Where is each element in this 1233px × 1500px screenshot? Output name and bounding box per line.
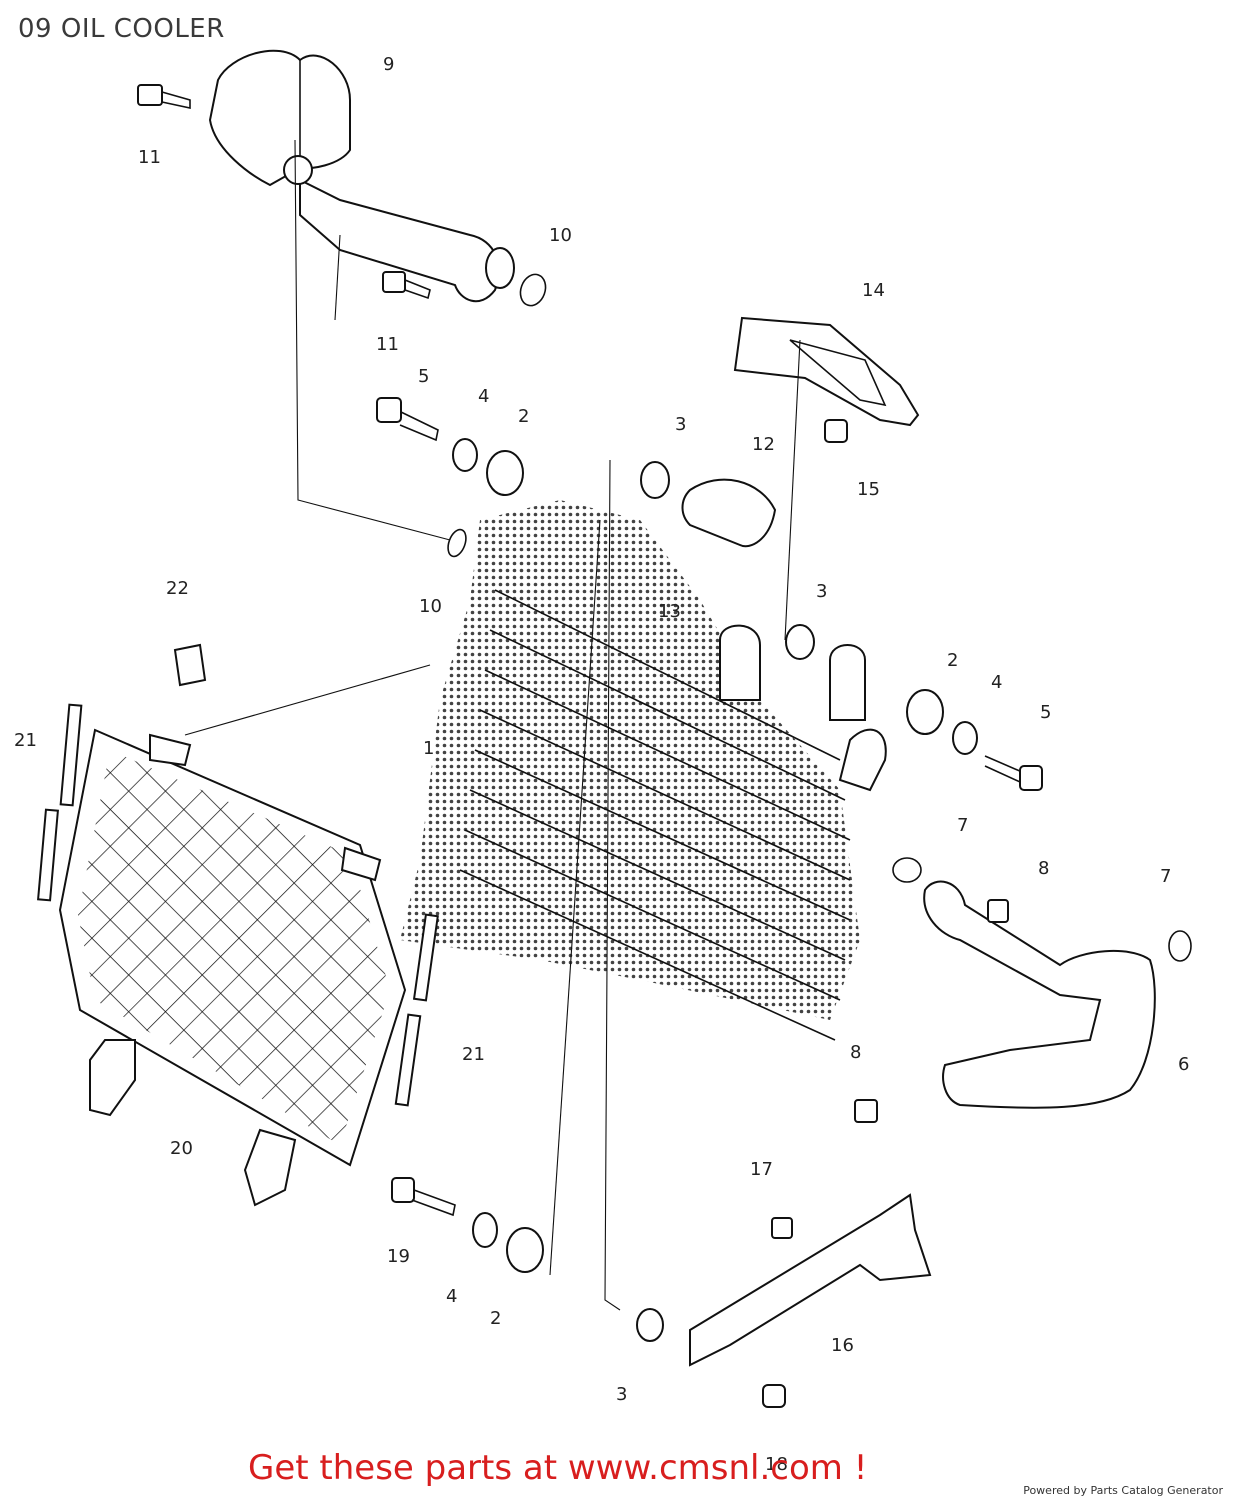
strip-21-left-b xyxy=(37,808,59,902)
callout-4-b: 4 xyxy=(991,672,1002,693)
bolt-11-lower xyxy=(382,271,431,300)
grommet-2-left xyxy=(486,450,524,496)
bolt-15 xyxy=(824,419,848,443)
lower-oil-pipe-6 xyxy=(923,880,1156,1109)
callout-5-a: 5 xyxy=(418,366,429,387)
callout-21-b: 21 xyxy=(462,1044,485,1065)
bracket-16 xyxy=(689,1193,932,1367)
bolt-5-right xyxy=(984,755,1043,791)
callout-4-c: 4 xyxy=(446,1286,457,1307)
callout-7-a: 7 xyxy=(957,815,968,836)
washer-4-bottom xyxy=(472,1212,498,1248)
callout-14: 14 xyxy=(862,280,885,301)
bolt-17 xyxy=(771,1217,793,1239)
callout-21-a: 21 xyxy=(14,730,37,751)
bolt-8-lower xyxy=(854,1099,878,1123)
collar-3-mid xyxy=(785,624,815,660)
bolt-5-left xyxy=(376,397,439,442)
callout-3-b: 3 xyxy=(816,581,827,602)
callout-10-b: 10 xyxy=(419,596,442,617)
strip-21-right-a xyxy=(412,913,439,1002)
o-ring-7-left xyxy=(892,857,922,883)
callout-18: 18 xyxy=(765,1454,788,1475)
callout-20: 20 xyxy=(170,1138,193,1159)
callout-2-c: 2 xyxy=(490,1308,501,1329)
nut-18 xyxy=(762,1384,786,1408)
bolt-19 xyxy=(391,1177,456,1217)
oil-cooler-core xyxy=(400,500,887,1041)
callout-3-c: 3 xyxy=(616,1384,627,1405)
collar-3-bottom xyxy=(636,1308,664,1342)
washer-4-left xyxy=(452,438,478,472)
callout-11-a: 11 xyxy=(138,147,161,168)
o-ring-10-lower xyxy=(447,528,467,558)
upper-oil-pipe xyxy=(208,49,515,303)
washer-4-right xyxy=(952,721,978,755)
mesh-guard-20 xyxy=(58,728,407,1207)
powered-by-credit: Powered by Parts Catalog Generator xyxy=(1023,1484,1223,1497)
diagram-title: 09 OIL COOLER xyxy=(18,14,225,44)
clip-22 xyxy=(173,643,207,687)
callout-1: 1 xyxy=(423,738,434,759)
grommet-2-right xyxy=(906,689,944,735)
callout-2-b: 2 xyxy=(947,650,958,671)
callout-15: 15 xyxy=(857,479,880,500)
callout-2-a: 2 xyxy=(518,406,529,427)
callout-8-b: 8 xyxy=(850,1042,861,1063)
callout-5-b: 5 xyxy=(1040,702,1051,723)
callout-6: 6 xyxy=(1178,1054,1189,1075)
collar-3-top xyxy=(640,461,670,499)
callout-11-b: 11 xyxy=(376,334,399,355)
bolt-11-upper xyxy=(137,84,191,109)
callout-17: 17 xyxy=(750,1159,773,1180)
callout-13: 13 xyxy=(658,601,681,622)
o-ring-7-right xyxy=(1168,930,1192,962)
callout-4-a: 4 xyxy=(478,386,489,407)
callout-16: 16 xyxy=(831,1335,854,1356)
callout-10-a: 10 xyxy=(549,225,572,246)
clamp-12 xyxy=(681,478,777,548)
strip-21-left-a xyxy=(59,703,83,807)
grommet-2-bottom xyxy=(506,1227,544,1273)
callout-19: 19 xyxy=(387,1246,410,1267)
callout-7-b: 7 xyxy=(1160,866,1171,887)
callout-9: 9 xyxy=(383,54,394,75)
bolt-8-upper xyxy=(987,899,1009,923)
o-ring-10-upper xyxy=(519,273,547,307)
get-parts-link[interactable]: Get these parts at www.cmsnl.com ! xyxy=(248,1448,868,1488)
callout-22: 22 xyxy=(166,578,189,599)
callout-3-a: 3 xyxy=(675,414,686,435)
strip-21-right-b xyxy=(394,1013,422,1107)
callout-12: 12 xyxy=(752,434,775,455)
callout-8-a: 8 xyxy=(1038,858,1049,879)
